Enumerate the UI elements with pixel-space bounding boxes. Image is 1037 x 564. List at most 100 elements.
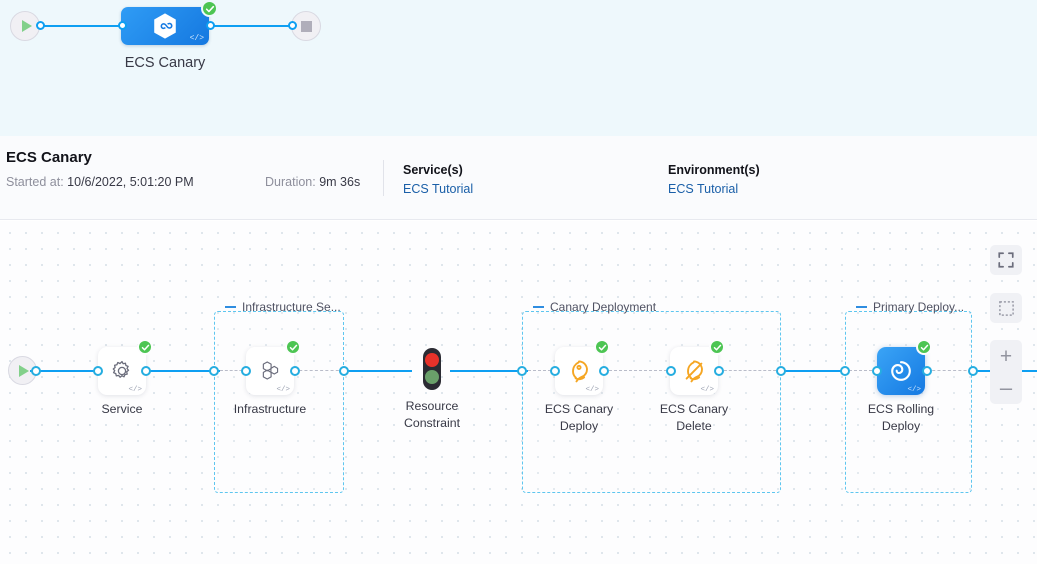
success-check-icon: [137, 339, 153, 355]
link-group1-resourceconstraint: [344, 370, 412, 372]
marquee-select-button[interactable]: [990, 293, 1022, 323]
group-label-primary: Primary Deploy...: [856, 300, 964, 314]
group-label-text: Infrastructure Se...: [242, 300, 341, 314]
step-ecs-canary-deploy[interactable]: </> ECS Canary Deploy: [545, 339, 613, 433]
minimap-start-node[interactable]: [10, 11, 40, 41]
zoom-in-button[interactable]: +: [999, 344, 1013, 368]
step-resource-constraint[interactable]: Resource Constraint: [404, 348, 460, 430]
step-label-resource-constraint: Resource Constraint: [403, 399, 461, 430]
step-label-ecs-rolling-deploy: ECS Rolling Deploy: [867, 402, 935, 433]
success-check-icon: [285, 339, 301, 355]
play-icon: [19, 364, 29, 377]
duration: Duration: 9m 36s: [265, 175, 360, 189]
zoom-controls[interactable]: + –: [990, 340, 1022, 404]
group-canary-deployment[interactable]: Canary Deployment: [522, 300, 781, 493]
execution-summary-bar: ECS Canary Started at: 10/6/2022, 5:01:2…: [0, 136, 1037, 220]
minimap-port-node-in: [118, 21, 127, 30]
step-ecs-rolling-deploy[interactable]: </> ECS Rolling Deploy: [868, 339, 934, 433]
step-card-service[interactable]: </>: [98, 347, 146, 395]
port-group3-in: [840, 366, 850, 376]
link-canarydelete-group2out: [719, 370, 781, 371]
step-label-service: Service: [101, 402, 143, 416]
minimap-port-end-in: [288, 21, 297, 30]
canary-bird-icon: [572, 360, 588, 383]
step-service[interactable]: </> Service: [98, 339, 153, 416]
code-glyph-icon: </>: [907, 386, 921, 394]
port-group1-out: [339, 366, 349, 376]
link-start-service: [30, 370, 104, 372]
port-group2-out: [776, 366, 786, 376]
port-start-out: [31, 366, 41, 376]
environments-header: Environment(s): [668, 163, 760, 177]
link-group2-group3: [781, 370, 849, 372]
port-group1-in: [209, 366, 219, 376]
minimap-link-start-node: [40, 25, 124, 27]
port-group2-in: [517, 366, 527, 376]
minimap-port-node-out: [206, 21, 215, 30]
marquee-select-icon: [998, 300, 1014, 316]
step-ecs-canary-delete[interactable]: </> ECS Canary Delete: [660, 339, 728, 433]
step-card-ecs-canary-deploy[interactable]: </>: [555, 347, 603, 395]
execution-graph-canvas[interactable]: Infrastructure Se... Canary Deployment P…: [0, 221, 1037, 564]
zoom-out-button[interactable]: –: [999, 375, 1013, 400]
harness-hexagon-infinity-icon: [154, 13, 176, 39]
code-glyph-icon: </>: [700, 386, 714, 394]
stop-icon: [300, 20, 312, 32]
port-canarydelete-out: [714, 366, 724, 376]
duration-label: Duration:: [265, 175, 316, 189]
minimap-port-start-out: [36, 21, 45, 30]
fit-to-screen-button[interactable]: [990, 245, 1022, 275]
minimap-pipeline-label: ECS Canary: [124, 55, 206, 71]
step-infrastructure[interactable]: </> Infrastructure: [234, 339, 306, 416]
port-canarydelete-in: [666, 366, 676, 376]
code-glyph-icon: </>: [128, 386, 142, 394]
step-card-ecs-canary-delete[interactable]: </>: [670, 347, 718, 395]
fit-to-screen-icon: [998, 252, 1014, 268]
link-service-group1: [146, 370, 220, 372]
link-group2-canarydeploy: [528, 370, 561, 371]
link-canarydeploy-canarydelete: [604, 370, 672, 371]
code-glyph-icon: </>: [189, 34, 204, 43]
port-infrastructure-out: [290, 366, 300, 376]
group-label-infrastructure: Infrastructure Se...: [225, 300, 341, 314]
step-label-ecs-canary-deploy: ECS Canary Deploy: [544, 402, 614, 433]
started-at: Started at: 10/6/2022, 5:01:20 PM: [6, 175, 194, 189]
port-canarydeploy-out: [599, 366, 609, 376]
port-infrastructure-in: [241, 366, 251, 376]
success-check-icon: [916, 339, 932, 355]
collapse-dash-icon[interactable]: [225, 306, 236, 308]
collapse-dash-icon[interactable]: [533, 306, 544, 308]
services-value-link[interactable]: ECS Tutorial: [403, 182, 474, 196]
ecs-rolling-deploy-icon: [891, 361, 911, 381]
pipeline-minimap: </> ECS Canary: [0, 0, 1037, 136]
minimap-link-node-end: [210, 25, 292, 27]
group-label-text: Canary Deployment: [550, 300, 657, 314]
link-group1-infrastructure: [220, 370, 252, 371]
group-infrastructure-section[interactable]: Infrastructure Se...: [214, 300, 344, 493]
port-service-out: [141, 366, 151, 376]
step-card-infrastructure[interactable]: </>: [246, 347, 294, 395]
group-primary-deployment[interactable]: Primary Deploy...: [845, 300, 972, 493]
summary-divider: [383, 160, 384, 196]
step-card-ecs-rolling-deploy[interactable]: </>: [877, 347, 925, 395]
code-glyph-icon: </>: [276, 386, 290, 394]
port-canarydeploy-in: [550, 366, 560, 376]
success-check-icon: [709, 339, 725, 355]
collapse-dash-icon[interactable]: [856, 306, 867, 308]
code-glyph-icon: </>: [585, 386, 599, 394]
link-infrastructure-group1out: [294, 370, 344, 371]
gear-icon: [112, 360, 130, 378]
success-check-icon: [594, 339, 610, 355]
link-resourceconstraint-group2: [450, 370, 528, 372]
port-group3-out: [968, 366, 978, 376]
canary-bird-delete-icon: [685, 360, 703, 383]
link-rollingdeploy-group3out: [927, 370, 977, 371]
services-header: Service(s): [403, 163, 463, 177]
duration-value: 9m 36s: [319, 175, 361, 189]
minimap-pipeline-node[interactable]: </>: [121, 7, 209, 45]
started-at-label: Started at:: [6, 175, 64, 189]
services-column: Service(s) ECS Tutorial: [403, 163, 473, 196]
environments-value-link[interactable]: ECS Tutorial: [668, 182, 739, 196]
traffic-light-icon: [423, 348, 441, 390]
